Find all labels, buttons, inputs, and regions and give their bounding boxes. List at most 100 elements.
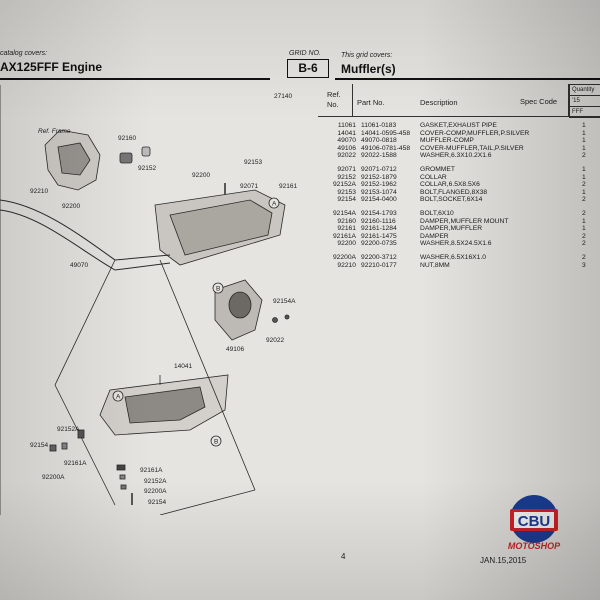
header-divider-1 <box>352 84 353 116</box>
ref-no-cell: 92154A <box>332 209 356 217</box>
logo-main-text: CBU <box>518 513 551 530</box>
grid-covers-label: This grid covers: <box>341 52 393 59</box>
quantity-cell: 2 <box>582 152 586 160</box>
spec-code-header: Spec Code <box>520 97 558 106</box>
ref-no-cell: 11061 <box>337 122 356 129</box>
ref-no-cell: 92071 <box>337 165 356 173</box>
callout-a-circle <box>112 390 124 402</box>
ref-no-cell: 92210 <box>337 261 356 269</box>
quantity-cell: 3 <box>582 261 586 269</box>
callout-a-label: A <box>116 394 121 401</box>
label-92200A-b: 92200A <box>144 488 167 495</box>
part-no-cell: 92210-0177 <box>361 261 397 269</box>
logo-white-band <box>514 512 554 528</box>
description-cell: DAMPER <box>420 232 449 240</box>
quantity-cell: 1 <box>582 122 586 129</box>
washer-92200A-bottom <box>120 484 127 490</box>
guide-line-1 <box>54 259 116 386</box>
label-92161A-b: 92161A <box>140 467 163 474</box>
ref-no-cell: 92161A <box>332 232 356 240</box>
muffler-cover-detail <box>124 386 206 424</box>
description-cell: COVER-MUFFLER,TAIL,P.SILVER <box>420 144 524 152</box>
label-49106: 49106 <box>226 346 244 353</box>
guide-line-2 <box>54 384 116 506</box>
description-cell: WASHER,6.3X10.2X1.6 <box>420 152 492 160</box>
description-cell: DAMPER,MUFFLER MOUNT <box>420 217 509 225</box>
part-no-cell: 49070-0818 <box>361 137 397 145</box>
label-49070: 49070 <box>70 262 88 269</box>
ref-no-cell: 49070 <box>337 137 356 145</box>
ref-no-cell: 92160 <box>337 217 356 225</box>
callout-a-label-upper: A <box>272 201 277 208</box>
label-92152A-b: 92152A <box>144 478 167 485</box>
quantity-cell: 1 <box>582 137 586 145</box>
description-cell: DAMPER,MUFFLER <box>420 225 483 233</box>
part-no-cell: 11061-0183 <box>361 122 397 129</box>
description-cell: COLLAR,6.5X8.5X6 <box>420 181 480 189</box>
description-cell: WASHER,8.5X24.5X1.6 <box>420 240 492 248</box>
guide-line-3 <box>159 259 256 491</box>
parts-row: 49070 49070-0818 MUFFLER-COMP 1 <box>318 137 600 145</box>
washer-92022 <box>272 317 278 323</box>
description-cell: MUFFLER-COMP <box>420 137 474 145</box>
ref-no-cell: 92200 <box>337 240 356 248</box>
part-no-cell: 92161-1475 <box>361 232 397 240</box>
label-92152A: 92152A <box>57 426 80 433</box>
label-92160: 92160 <box>118 135 136 142</box>
label-92153: 92153 <box>244 159 262 166</box>
damper-92161A-left <box>77 429 85 439</box>
print-date: JAN.15,2015 <box>480 556 527 565</box>
catalog-covers-label: catalog covers: <box>0 50 48 57</box>
ref-no-cell: 92153 <box>337 188 356 196</box>
quantity-cell: 1 <box>582 144 586 152</box>
part-no-cell: 92161-1284 <box>361 225 397 233</box>
quantity-cell: 2 <box>582 240 586 248</box>
ref-no-cell: 49106 <box>337 144 356 152</box>
washer-92200A-left <box>61 442 68 450</box>
frame-bracket-inner <box>57 142 91 176</box>
year-label: '15 <box>570 96 600 107</box>
quantity-cell: 1 <box>582 188 586 196</box>
ref-no-cell: 92154 <box>337 196 356 204</box>
ref-no-cell: 92022 <box>337 152 356 160</box>
quantity-cell: 2 <box>582 253 586 261</box>
part-no-cell: 14041-0595-458 <box>361 129 411 137</box>
logo-sub-text: MOTOSHOP <box>508 541 561 551</box>
collar-92152A-bottom <box>119 474 126 480</box>
engine-title: AX125FFF Engine <box>0 60 103 74</box>
cbu-motoshop-logo: CBU MOTOSHOP <box>508 495 561 551</box>
part-no-cell: 92154-0400 <box>361 196 397 204</box>
quantity-cell: 2 <box>582 196 586 204</box>
ref-no-cell: 92152 <box>337 173 356 181</box>
collar-92152 <box>141 146 151 157</box>
description-cell: COVER-COMP,MUFFLER,P.SILVER <box>420 129 530 137</box>
description-cell: WASHER,6.5X16X1.0 <box>420 253 486 261</box>
header-divider-2 <box>568 84 569 116</box>
label-92152: 92152 <box>138 165 156 172</box>
part-no-cell: 92152-1879 <box>361 173 397 181</box>
label-92200A: 92200A <box>42 474 65 481</box>
part-no-cell: 92153-1074 <box>361 188 397 196</box>
quantity-cell: 1 <box>582 165 586 173</box>
callout-a-circle-upper <box>268 197 280 209</box>
part-no-cell: 92022-1588 <box>361 152 397 160</box>
header-rule-left <box>0 78 270 80</box>
part-no-cell: 92160-1116 <box>361 217 396 225</box>
grid-no-label: GRID NO. <box>289 50 321 57</box>
exploded-diagram: Ref. Frame 92160 92152 92153 92210 92200… <box>0 85 297 515</box>
part-no-cell: 49106-0781-458 <box>361 144 411 152</box>
ref-no-cell: 92152A <box>332 181 356 189</box>
part-no-cell: 92071-0712 <box>361 165 397 173</box>
ref-no-cell: 14041 <box>337 129 356 137</box>
ref-no-header: Ref. No. <box>327 90 341 109</box>
label-92161: 92161 <box>279 183 297 190</box>
description-cell: GROMMET <box>420 165 455 173</box>
bolt-92154A <box>284 314 290 320</box>
